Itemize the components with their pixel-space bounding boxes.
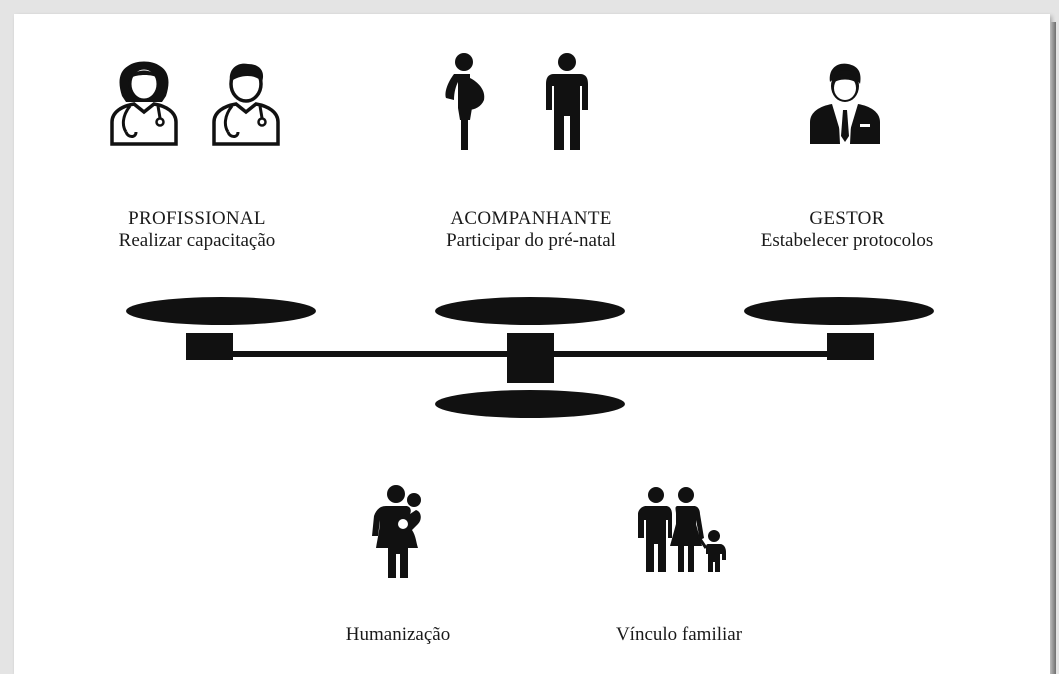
role-title: ACOMPANHANTE [450, 208, 612, 229]
right-plate [744, 297, 934, 325]
role-action: Participar do pré-natal [446, 230, 616, 251]
role-action: Estabelecer protocolos [760, 230, 934, 251]
family-icon [638, 487, 726, 572]
outcome-label-humanizacao: Humanização [318, 624, 478, 646]
outcome-label-vinculo-familiar: Vínculo familiar [594, 624, 764, 646]
center-block [507, 333, 554, 383]
base-plate [435, 390, 625, 418]
left-plate [126, 297, 316, 325]
outcome-text: Humanização [345, 624, 451, 645]
female-doctor-icon [110, 61, 178, 146]
role-label-acompanhante: ACOMPANHANTE Participar do pré-natal [406, 208, 656, 252]
role-title: GESTOR [809, 208, 885, 229]
mother-with-child-icon [372, 485, 421, 578]
role-label-gestor: GESTOR Estabelecer protocolos [737, 208, 957, 252]
role-action: Realizar capacitação [118, 230, 276, 251]
outcome-text: Vínculo familiar [615, 624, 743, 645]
manager-icon [810, 63, 880, 144]
role-label-profissional: PROFISSIONAL Realizar capacitação [97, 208, 297, 252]
center-plate [435, 297, 625, 325]
man-icon [546, 53, 588, 150]
pregnant-woman-icon [445, 53, 485, 150]
page-edge-shadow [1050, 22, 1056, 674]
role-title: PROFISSIONAL [128, 208, 266, 229]
male-doctor-icon [212, 63, 280, 146]
